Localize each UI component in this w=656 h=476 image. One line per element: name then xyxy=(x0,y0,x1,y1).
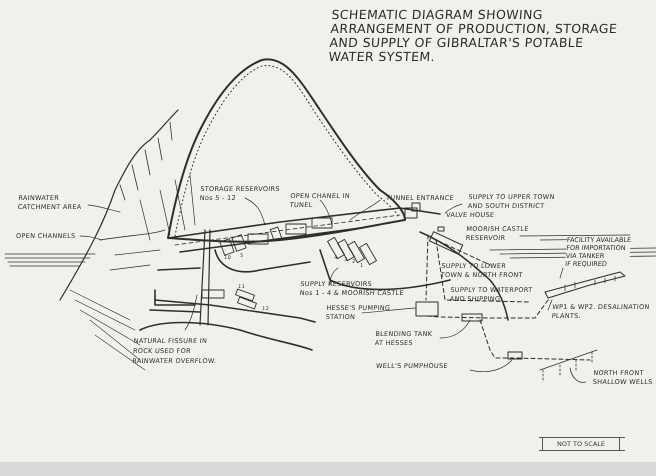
label-line: AT HESSES xyxy=(374,339,414,347)
label-tunnel-entrance: TUNNEL ENTRANCE xyxy=(385,194,455,203)
label-line: SHALLOW WELLS xyxy=(592,378,653,386)
label-line: FACILITY AVAILABLE xyxy=(566,236,632,244)
label-line: Nos 5 - 12 xyxy=(199,194,237,202)
reservoir-number: 1 xyxy=(359,263,364,269)
label-line: NATURAL FISSURE IN xyxy=(133,337,208,345)
title-line: ARRANGEMENT OF PRODUCTION, STORAGE xyxy=(330,21,618,36)
diagram-title: SCHEMATIC DIAGRAM SHOWING ARRANGEMENT OF… xyxy=(328,7,619,64)
label-line: TUNEL xyxy=(289,201,313,209)
label-open-channels: OPEN CHANNELS xyxy=(16,232,76,241)
label-line: SUPPLY TO WATERPORT xyxy=(450,286,533,294)
label-line: AND SOUTH DISTRICT xyxy=(467,202,545,210)
title-line: AND SUPPLY OF GIBRALTAR'S POTABLE xyxy=(329,35,585,50)
leader-lines xyxy=(79,197,564,373)
label-line: VIA TANKER xyxy=(565,252,605,260)
pumping-station xyxy=(415,301,523,360)
label-line: SUPPLY RESERVOIRS xyxy=(300,280,373,288)
reservoir-number: 11 xyxy=(237,284,246,290)
label-line: NORTH FRONT xyxy=(593,369,645,377)
desalination-plants xyxy=(544,271,626,299)
label-line: WP1 & WP2. DESALINATION xyxy=(552,303,650,311)
label-line: TOWN & NORTH FRONT xyxy=(440,271,524,279)
label-line: MOORISH CASTLE xyxy=(466,225,530,233)
reservoir-number: 5 xyxy=(239,253,244,259)
tunnel-entrance-buildings xyxy=(404,202,464,255)
label-natural-fissure: NATURAL FISSURE IN ROCK USED FOR RAINWATER… xyxy=(132,336,218,366)
reservoir-number: 3 xyxy=(343,257,348,263)
label-line: RAINWATER xyxy=(18,194,60,202)
label-line: WELL'S PUMPHOUSE xyxy=(375,362,449,370)
label-line: SUPPLY TO UPPER TOWN xyxy=(468,193,555,201)
rock-outline xyxy=(167,58,406,243)
label-line: TUNNEL ENTRANCE xyxy=(385,194,455,202)
cliff-face xyxy=(59,109,196,371)
label-line: CATCHMENT AREA xyxy=(17,203,82,211)
tunnel-road xyxy=(139,207,451,351)
label-line: ROCK USED FOR xyxy=(132,347,192,355)
not-to-scale-note: NOT TO SCALE xyxy=(539,437,625,451)
label-line: Nos 1 - 4 & MOORISH CASTLE xyxy=(299,289,405,297)
supply-pipes xyxy=(425,234,591,361)
storage-reservoirs xyxy=(219,217,333,256)
label-valve-house: VALVE HOUSE xyxy=(446,211,495,220)
label-line: BLENDING TANK xyxy=(375,330,433,338)
label-line: STORAGE RESERVOIRS xyxy=(200,185,281,193)
paper-background xyxy=(0,0,656,462)
reservoir-number: 12 xyxy=(261,306,270,312)
rock-slope-east xyxy=(419,231,509,321)
reservoir-number: 2 xyxy=(351,259,356,265)
label-line: IF REQUIRED xyxy=(564,260,608,268)
label-line: STATION xyxy=(325,313,356,321)
sea-left xyxy=(4,253,96,267)
reservoir-number: 4 xyxy=(333,255,338,261)
label-line: SUPPLY TO LOWER xyxy=(441,262,507,270)
title-line: SCHEMATIC DIAGRAM SHOWING xyxy=(330,7,544,22)
reservoir-number: 10 xyxy=(223,255,232,261)
label-line: HESSE'S PUMPING xyxy=(326,304,391,312)
label-line: AND SHIPPING xyxy=(449,295,501,303)
title-line: WATER SYSTEM. xyxy=(328,49,436,64)
label-line: OPEN CHANEL IN xyxy=(290,192,351,200)
supply-reservoirs xyxy=(201,236,377,310)
label-line: FOR IMPORTATION xyxy=(566,244,626,252)
label-line: PLANTS. xyxy=(551,312,582,320)
label-line: VALVE HOUSE xyxy=(445,211,495,219)
shallow-wells xyxy=(539,349,598,383)
label-line: RESERVOIR xyxy=(465,234,506,242)
label-line: RAINWATER OVERFLOW. xyxy=(132,357,217,365)
label-wells-pumphouse: WELL'S PUMPHOUSE xyxy=(376,362,448,371)
label-line: OPEN CHANNELS xyxy=(15,232,76,240)
